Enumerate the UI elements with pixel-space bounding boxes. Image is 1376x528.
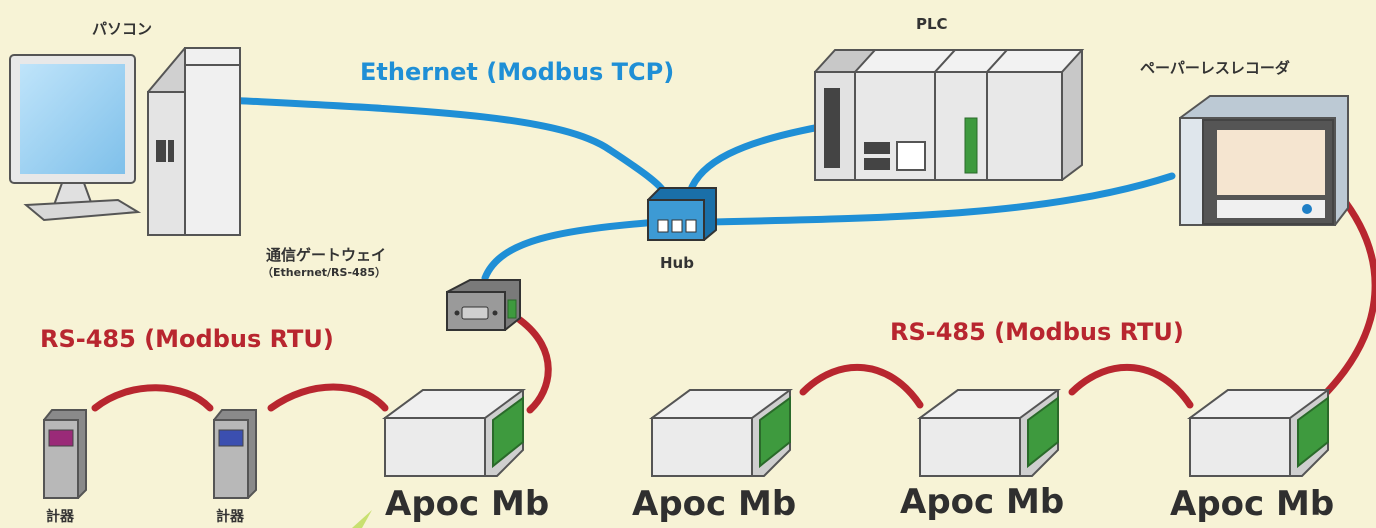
apoc-device-icon — [916, 389, 1062, 477]
ethernet-cables — [222, 96, 1176, 282]
gateway-icon — [446, 279, 521, 331]
cable-gateway-apoc1 — [516, 316, 552, 414]
cable-hub-gateway — [481, 218, 662, 282]
hub-label: Hub — [660, 254, 694, 272]
rs485-left-title: RS-485 (Modbus RTU) — [40, 325, 334, 353]
plc-label: PLC — [916, 15, 948, 33]
cable-apoc3-apoc2 — [799, 363, 924, 409]
rs485-right-title: RS-485 (Modbus RTU) — [890, 318, 1184, 346]
recorder-label: ペーパーレスレコーダ — [1140, 59, 1290, 77]
cable-pc-hub — [222, 96, 668, 196]
apoc3-label: Apoc Mb — [900, 482, 1065, 522]
apoc-device-icon — [648, 389, 794, 477]
apoc-device-icon — [381, 389, 527, 477]
recorder-icon — [1179, 95, 1349, 226]
cable-hub-recorder — [708, 172, 1176, 226]
ethernet-title: Ethernet (Modbus TCP) — [360, 58, 675, 86]
hub-icon — [647, 187, 717, 241]
meter1-label: 計器 — [46, 509, 74, 525]
apoc1-label: Apoc Mb — [385, 484, 550, 524]
apoc2-label: Apoc Mb — [632, 484, 797, 524]
cable-apoc4-apoc3 — [1068, 363, 1194, 409]
apoc-device-icon — [1186, 389, 1332, 477]
meter-icon — [43, 409, 87, 499]
pointer-mark — [352, 510, 372, 528]
cable-meter2-meter1 — [91, 384, 214, 412]
meter-icon — [213, 409, 257, 499]
apoc4-label: Apoc Mb — [1170, 484, 1335, 524]
cable-apoc1-meter2 — [267, 383, 389, 412]
monitor-icon — [9, 54, 142, 222]
plc-icon — [814, 49, 1085, 181]
gateway-label: 通信ゲートウェイ — [266, 246, 387, 264]
cable-recorder-apoc4 — [1323, 191, 1376, 396]
rs485-cables — [91, 191, 1376, 414]
cable-plc-hub — [686, 123, 824, 196]
meter2-label: 計器 — [216, 509, 244, 525]
gateway-sublabel: （Ethernet/RS-485） — [262, 266, 386, 279]
pc-label: パソコン — [92, 20, 153, 38]
pc-tower-icon — [147, 47, 241, 236]
